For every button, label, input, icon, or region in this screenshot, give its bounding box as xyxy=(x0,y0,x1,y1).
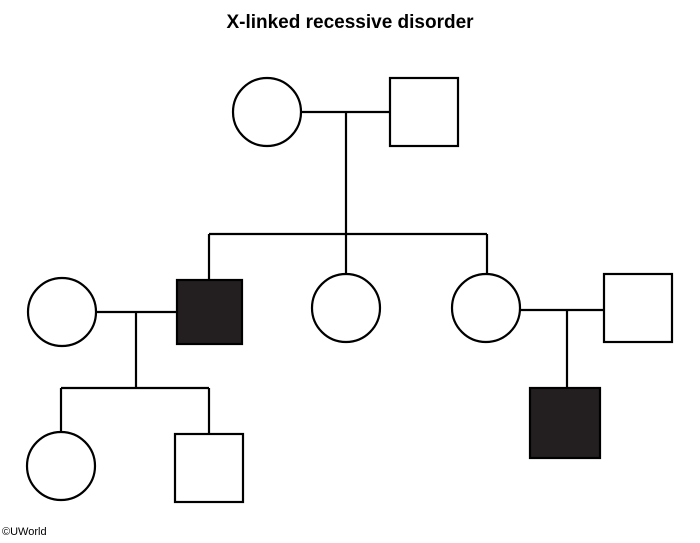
g2-spouse-left-circle xyxy=(26,276,98,348)
g1-mother-circle xyxy=(231,76,303,148)
g3-affected-right-son-square xyxy=(528,386,602,460)
g3-left-son-square xyxy=(173,432,245,504)
copyright-label: ©UWorld xyxy=(2,526,47,538)
g2-right-daughter-circle xyxy=(450,272,522,344)
g2-spouse-right-square xyxy=(602,272,674,344)
g2-middle-daughter-circle xyxy=(310,272,382,344)
figure-title: X-linked recessive disorder xyxy=(226,12,474,33)
g2-affected-son-square xyxy=(175,278,244,346)
g1-father-square xyxy=(388,76,460,148)
g3-left-daughter-circle xyxy=(25,430,97,502)
